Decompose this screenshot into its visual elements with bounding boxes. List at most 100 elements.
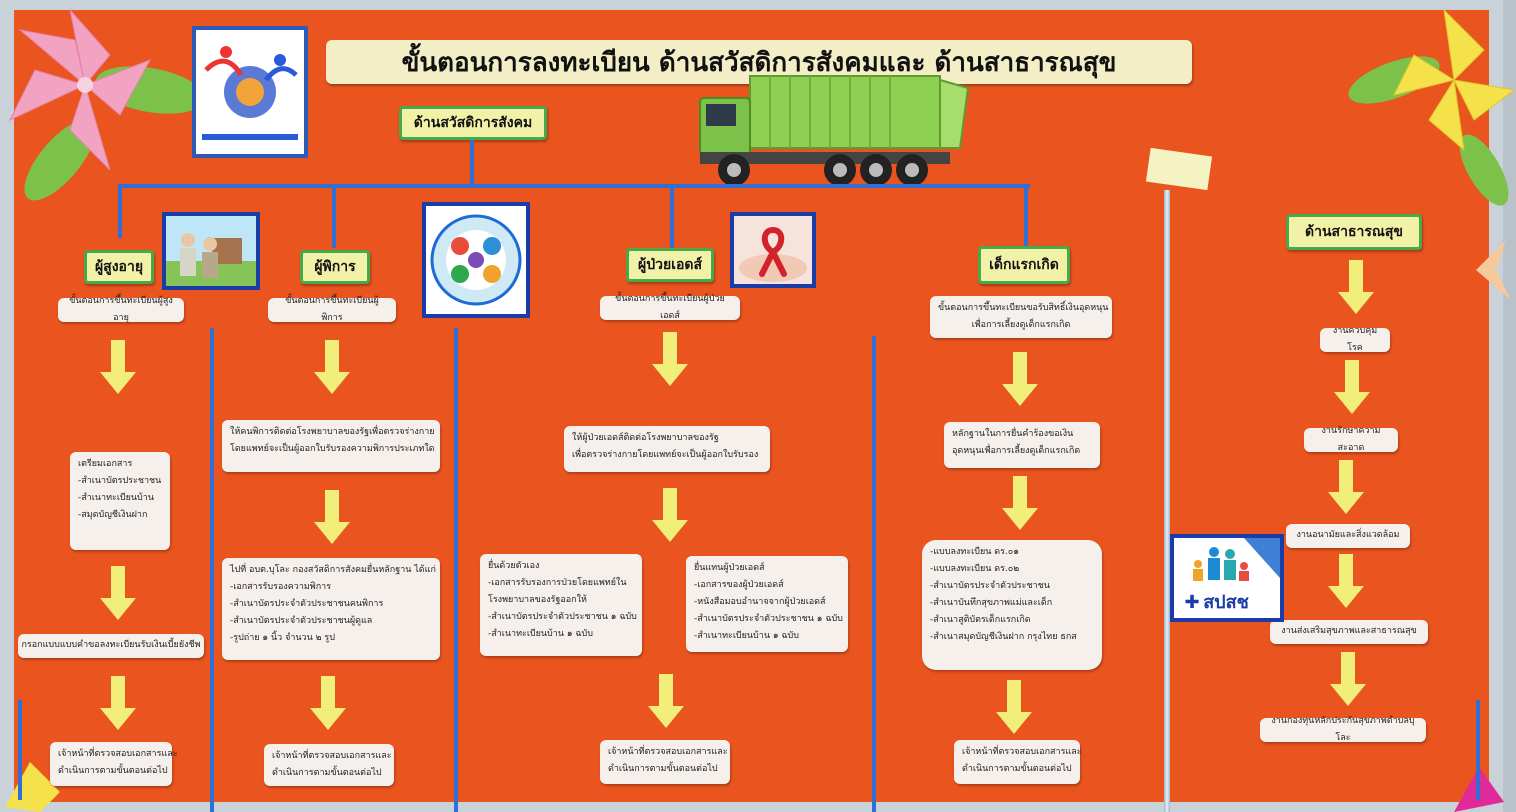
arrow-down-icon	[1334, 360, 1370, 414]
doc-line: -แบบลงทะเบียน ดร.๐๑	[930, 547, 1019, 557]
health-header: ด้านสาธารณสุข	[1286, 214, 1422, 250]
elderly-form-step: กรอกแบบแบบคำขอลงทะเบียนรับเงินเบี้ยยังชี…	[18, 634, 204, 658]
doc-line: -แบบลงทะเบียน ดร.๐๒	[930, 564, 1020, 575]
doc-line: -สำเนาบัตรประจำตัวประชาชน	[930, 581, 1050, 592]
nhso-logo-icon: สปสช ✚	[1170, 534, 1284, 622]
connector-line	[670, 184, 674, 248]
welfare-header: ด้านสวัสดิการสังคม	[399, 106, 547, 140]
doc-line: -สำเนาบัตรประชาชน	[78, 476, 162, 487]
column-separator	[454, 328, 458, 812]
step-line: ให้ผู้ป่วยเอดส์ติดต่อโรงพยาบาลของรัฐ	[572, 433, 719, 443]
elderly-intro: ขั้นตอนการขึ้นทะเบียนผู้สูงอายุ	[58, 296, 184, 323]
step-line: โรงพยาบาลของรัฐออกให้	[488, 595, 587, 606]
disabled-intro: ขั้นตอนการขึ้นทะเบียนผู้พิการ	[268, 296, 396, 323]
step-line: -เอกสารของผู้ป่วยเอดส์	[694, 580, 784, 591]
step-line: -หนังสือมอบอำนาจจากผู้ป่วยเอดส์	[694, 597, 826, 608]
arrow-down-icon	[1002, 352, 1038, 406]
paper-flower-icon	[1476, 240, 1511, 300]
column-header-newborn: เด็กแรกเกิด	[978, 246, 1070, 284]
step-line: -เอกสารรับรองความพิการ	[230, 582, 332, 593]
step-line: ยื่นด้วยตัวเอง	[488, 561, 540, 571]
arrow-down-icon	[652, 332, 688, 386]
connector-line	[1024, 184, 1028, 248]
doc-line: -สำเนาสมุดบัญชีเงินฝาก กรุงไทย ธกส	[930, 632, 1077, 643]
connector-line	[118, 184, 122, 238]
final-line: ดำเนินการตามขั้นตอนต่อไป	[962, 764, 1072, 775]
step-line: -สำเนาทะเบียนบ้าน ๑ ฉบับ	[488, 629, 593, 640]
hiv-step-1: ให้ผู้ป่วยเอดส์ติดต่อโรงพยาบาลของรัฐ เพื…	[564, 426, 770, 472]
arrow-down-icon	[1002, 476, 1038, 530]
disabled-step-1: ให้คนพิการติดต่อโรงพยาบาลของรัฐเพื่อตรวจ…	[222, 420, 440, 472]
arrow-down-icon	[1338, 260, 1374, 314]
step-line: โดยแพทย์จะเป็นผู้ออกใบรับรองความพิการประ…	[230, 444, 435, 455]
paper-flower-icon	[1348, 8, 1516, 206]
step-line: -สำเนาบัตรประจำตัวประชาชนคนพิการ	[230, 599, 384, 610]
arrow-down-icon	[310, 676, 346, 730]
welfare-logo-icon	[192, 26, 308, 158]
arrow-down-icon	[996, 680, 1032, 734]
garbage-truck-icon	[699, 75, 970, 186]
paper-flower-icon	[1454, 767, 1504, 812]
step-line: อุดหนุนเพื่อการเลี้ยงดูเด็กแรกเกิด	[952, 446, 1081, 457]
arrow-down-icon	[1328, 554, 1364, 608]
step-line: -สำเนาบัตรประจำตัวประชาชนผู้ดูแล	[230, 616, 373, 627]
arrow-down-icon	[652, 488, 688, 542]
connector-line	[470, 140, 474, 186]
step-line: ให้คนพิการติดต่อโรงพยาบาลของรัฐเพื่อตรวจ…	[230, 427, 435, 437]
step-line: -สำเนาทะเบียนบ้าน ๑ ฉบับ	[694, 631, 799, 642]
step-line: -เอกสารรับรองการป่วยโดยแพทย์ใน	[488, 578, 627, 589]
section-divider	[1164, 190, 1170, 812]
elderly-photo-icon	[162, 212, 260, 290]
arrow-down-icon	[314, 490, 350, 544]
newborn-step-1: หลักฐานในการยื่นคำร้องขอเงิน อุดหนุนเพื่…	[944, 422, 1100, 468]
step-line: ไปที่ อบต.บุโละ กองสวัสดิการสังคมยื่นหลั…	[230, 565, 436, 575]
final-line: เจ้าหน้าที่ตรวจสอบเอกสารและ	[272, 751, 392, 761]
step-line: -สำเนาบัตรประจำตัวประชาชน ๑ ฉบับ	[488, 612, 637, 623]
arrow-down-icon	[100, 340, 136, 394]
page-title: ขั้นตอนการลงทะเบียน ด้านสวัสดิการสังคมแล…	[326, 40, 1192, 84]
connector-line	[118, 184, 1030, 188]
column-separator	[872, 336, 876, 812]
disability-ring-icon	[422, 202, 530, 318]
health-step-3: งานอนามัยและสิ่งแวดล้อม	[1286, 524, 1410, 548]
arrow-down-icon	[100, 566, 136, 620]
step-line: -สำเนาบัตรประจำตัวประชาชน ๑ ฉบับ	[694, 614, 843, 625]
step-line: เพื่อตรวจร่างกายโดยแพทย์จะเป็นผู้ออกใบรั…	[572, 450, 759, 461]
hiv-proxy-submit: ยื่นแทนผู้ป่วยเอดส์ -เอกสารของผู้ป่วยเอด…	[686, 556, 848, 652]
final-line: เจ้าหน้าที่ตรวจสอบเอกสารและ	[962, 747, 1082, 757]
intro-line: ขั้นตอนการขึ้นทะเบียนขอรับสิทธิ์เงินอุดห…	[938, 303, 1109, 313]
column-header-elderly: ผู้สูงอายุ	[84, 250, 154, 284]
red-ribbon-icon	[730, 212, 816, 288]
hiv-intro: ขั้นตอนการขึ้นทะเบียนผู้ป่วยเอดส์	[600, 294, 740, 321]
final-line: เจ้าหน้าที่ตรวจสอบเอกสารและ	[608, 747, 728, 757]
elderly-docs: เตรียมเอกสาร -สำเนาบัตรประชาชน -สำเนาทะเ…	[70, 452, 170, 550]
connector-line	[332, 184, 336, 248]
paper-flower-icon	[8, 8, 205, 201]
final-line: ดำเนินการตามขั้นตอนต่อไป	[58, 766, 168, 777]
column-header-hiv: ผู้ป่วยเอดส์	[626, 248, 714, 282]
final-line: ดำเนินการตามขั้นตอนต่อไป	[608, 764, 718, 775]
arrow-down-icon	[100, 676, 136, 730]
doc-line: -สำเนาบันทึกสุขภาพแม่และเด็ก	[930, 598, 1053, 609]
doc-line: -สมุดบัญชีเงินฝาก	[78, 510, 148, 521]
elderly-final-step: เจ้าหน้าที่ตรวจสอบเอกสารและ ดำเนินการตาม…	[50, 742, 178, 786]
column-header-disabled: ผู้พิการ	[300, 250, 370, 284]
health-step-2: งานรักษาความสะอาด	[1304, 426, 1398, 453]
intro-line: เพื่อการเลี้ยงดูเด็กแรกเกิด	[971, 320, 1071, 331]
arrow-down-icon	[648, 674, 684, 728]
newborn-docs: -แบบลงทะเบียน ดร.๐๑ -แบบลงทะเบียน ดร.๐๒ …	[922, 540, 1102, 670]
newborn-final-step: เจ้าหน้าที่ตรวจสอบเอกสารและ ดำเนินการตาม…	[954, 740, 1082, 784]
step-line: -รูปถ่าย ๑ นิ้ว จำนวน ๒ รูป	[230, 633, 335, 644]
newborn-intro: ขั้นตอนการขึ้นทะเบียนขอรับสิทธิ์เงินอุดห…	[930, 296, 1112, 338]
step-line: หลักฐานในการยื่นคำร้องขอเงิน	[952, 429, 1074, 439]
column-separator	[210, 328, 214, 812]
disabled-final-step: เจ้าหน้าที่ตรวจสอบเอกสารและ ดำเนินการตาม…	[264, 744, 394, 786]
arrow-down-icon	[1328, 460, 1364, 514]
svg-text:✚: ✚	[1184, 592, 1199, 613]
disabled-step-2: ไปที่ อบต.บุโละ กองสวัสดิการสังคมยื่นหลั…	[222, 558, 440, 660]
hiv-self-submit: ยื่นด้วยตัวเอง -เอกสารรับรองการป่วยโดยแพ…	[480, 554, 642, 656]
step-line: ยื่นแทนผู้ป่วยเอดส์	[694, 563, 765, 573]
hiv-final-step: เจ้าหน้าที่ตรวจสอบเอกสารและ ดำเนินการตาม…	[600, 740, 730, 784]
arrow-down-icon	[1330, 652, 1366, 706]
